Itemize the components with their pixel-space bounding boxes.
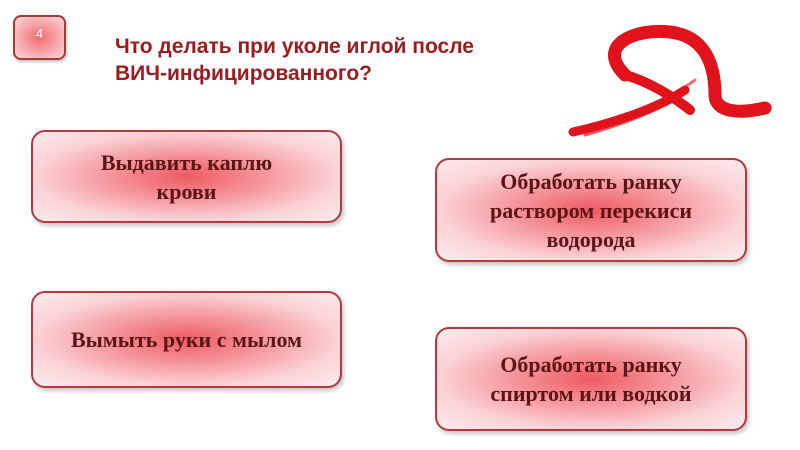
question-line-2: ВИЧ-инфицированного? [115, 62, 372, 85]
question-line-1: Что делать при уколе иглой после [115, 35, 474, 58]
answer-1-line-1: Выдавить каплю [100, 149, 273, 175]
answer-2-line-2: раствором перекиси [489, 197, 693, 223]
answer-4-line-1: Обработать ранку [500, 352, 682, 377]
question-title: Что делать при уколе иглой после ВИЧ-инф… [115, 33, 565, 87]
answer-1-line-2: крови [156, 178, 217, 204]
slide-number-badge: 4 [13, 15, 66, 60]
answer-button-1[interactable]: Выдавить каплю крови [31, 130, 342, 223]
answer-button-2[interactable]: Обработать ранку раствором перекиси водо… [435, 158, 747, 262]
answer-2-line-1: Обработать ранку [500, 168, 682, 194]
awareness-ribbon-icon [568, 24, 772, 137]
slide-number: 4 [35, 26, 44, 41]
answer-button-4[interactable]: Обработать ранку спиртом или водкой [435, 327, 747, 431]
answer-button-3[interactable]: Вымыть руки с мылом [31, 291, 342, 388]
answer-2-line-3: водорода [546, 226, 636, 252]
answer-4-line-2: спиртом или водкой [490, 381, 692, 406]
answer-3-line-1: Вымыть руки с мылом [70, 327, 303, 352]
